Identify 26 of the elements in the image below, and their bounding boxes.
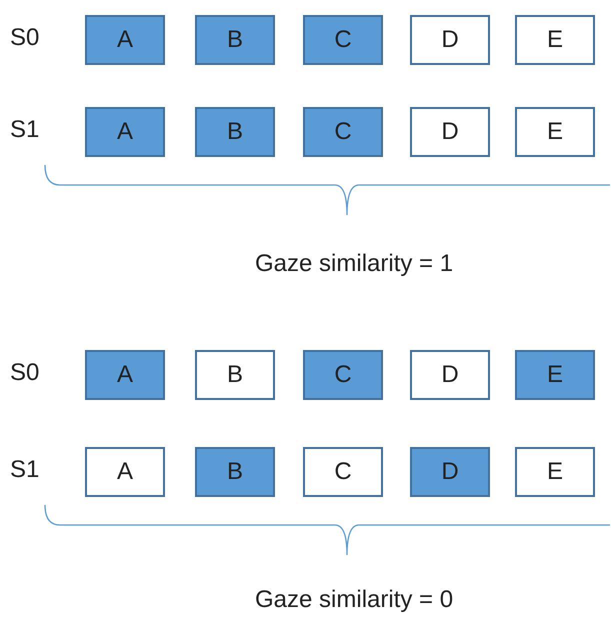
row-label: S1 [10, 116, 40, 144]
cell-box: D [410, 447, 490, 497]
cell-box: D [410, 350, 490, 400]
row-label: S0 [10, 24, 40, 52]
cell-box: A [85, 447, 165, 497]
cell-box: E [515, 15, 595, 65]
cell-box: D [410, 15, 490, 65]
similarity-caption: Gaze similarity = 1 [255, 250, 454, 278]
cell-box: B [195, 15, 275, 65]
cell-box: E [515, 350, 595, 400]
cell-box: E [515, 447, 595, 497]
cell-box: D [410, 107, 490, 157]
similarity-caption: Gaze similarity = 0 [255, 586, 454, 614]
cell-box: B [195, 447, 275, 497]
cell-box: C [303, 15, 383, 65]
row-label: S0 [10, 359, 40, 387]
cell-box: E [515, 107, 595, 157]
cell-box: B [195, 350, 275, 400]
cell-box: C [303, 107, 383, 157]
cell-box: C [303, 350, 383, 400]
cell-box: A [85, 350, 165, 400]
cell-box: A [85, 107, 165, 157]
cell-box: C [303, 447, 383, 497]
row-label: S1 [10, 456, 40, 484]
cell-box: B [195, 107, 275, 157]
cell-box: A [85, 15, 165, 65]
